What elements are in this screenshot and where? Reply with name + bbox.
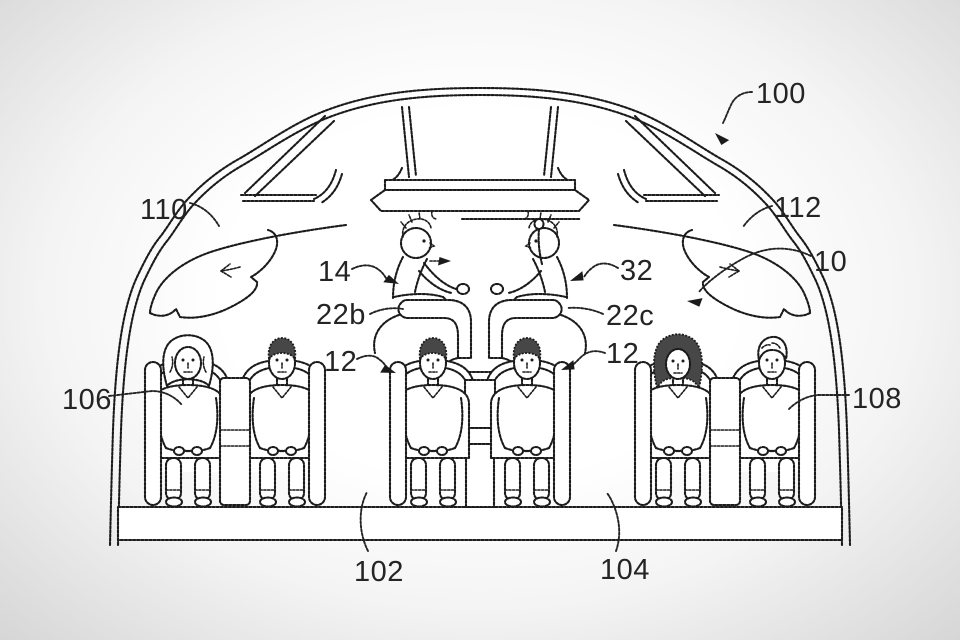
passenger-economy-5 — [640, 333, 716, 508]
passenger-economy-3 — [395, 337, 471, 508]
passenger-economy-1 — [150, 334, 226, 508]
ref-label-106: 106 — [62, 384, 112, 416]
mezzanine-passenger-right — [489, 211, 569, 312]
airflow-arrow-left-icon — [220, 263, 241, 278]
overhead-panel — [369, 178, 591, 221]
side-braces-left — [239, 114, 344, 205]
leader-12-right — [561, 350, 606, 370]
leader-102 — [359, 491, 369, 552]
leader-12-left — [356, 354, 396, 373]
ref-label-10: 10 — [814, 246, 847, 278]
passenger-economy-6 — [734, 335, 810, 508]
ref-label-112: 112 — [774, 192, 822, 224]
leader-14 — [351, 264, 399, 284]
leader-10 — [687, 247, 812, 307]
ref-label-32: 32 — [620, 255, 653, 287]
ref-label-100: 100 — [756, 78, 806, 110]
leader-112 — [742, 205, 773, 228]
ref-label-14: 14 — [318, 256, 351, 288]
ref-label-12-left: 12 — [324, 346, 357, 378]
ref-label-102: 102 — [354, 556, 404, 588]
ref-label-22b: 22b — [316, 299, 366, 331]
overhead-bin-left — [148, 223, 348, 319]
overhead-bin-right — [612, 223, 812, 319]
fuselage-outline — [108, 86, 852, 547]
leader-32 — [570, 262, 619, 281]
side-braces-right — [616, 114, 721, 205]
passenger-economy-4 — [489, 337, 565, 508]
cabin-floor — [116, 505, 844, 542]
motion-arrow-icon — [429, 257, 451, 266]
ref-label-104: 104 — [600, 554, 650, 586]
leader-100 — [715, 91, 753, 146]
leader-110 — [189, 202, 220, 227]
leader-22c — [566, 306, 604, 315]
leader-106 — [108, 390, 183, 406]
ref-label-12-right: 12 — [606, 338, 639, 370]
seat-armrests — [143, 360, 817, 507]
leader-108 — [788, 394, 850, 410]
mezzanine-passenger-left — [391, 211, 471, 312]
ref-label-110: 110 — [140, 194, 188, 226]
passenger-economy-2 — [244, 337, 320, 508]
leader-104 — [606, 492, 621, 552]
ref-label-22c: 22c — [606, 300, 654, 332]
ref-label-108: 108 — [852, 383, 902, 415]
leader-22b — [369, 307, 404, 315]
ceiling-struts — [389, 105, 571, 183]
